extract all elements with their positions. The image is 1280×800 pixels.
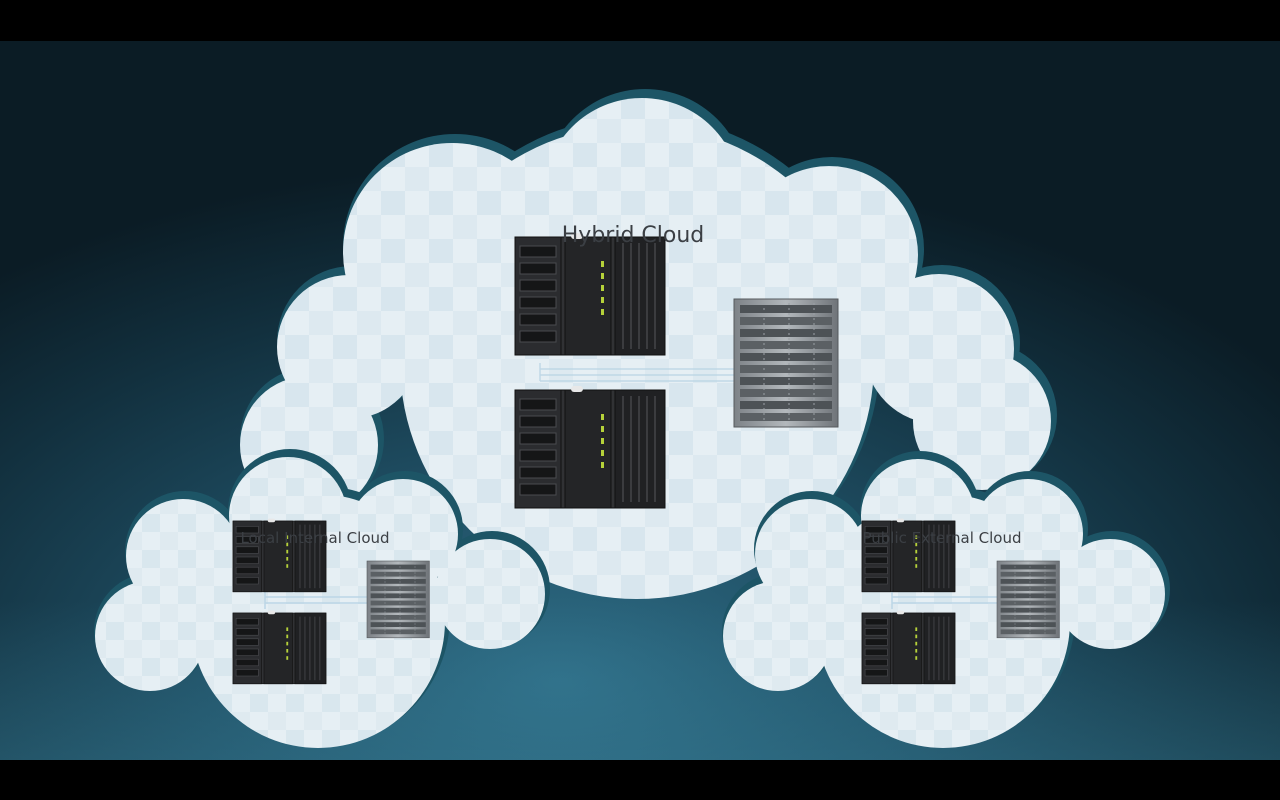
hybrid-cloud [240,89,1057,599]
local-server-rack-bottom [232,609,327,685]
local-link-lines [264,589,368,609]
diagram-canvas: Hybrid Cloud Local Internal Cloud Public… [0,41,1280,760]
hybrid-server-rack-bottom [514,385,666,509]
letterbox-bottom [0,760,1280,800]
cloud-diagram [94,89,1170,748]
public-link-lines [891,589,998,609]
public-cloud-label: Public External Cloud [862,529,1022,547]
hybrid-link-lines [539,363,736,382]
hybrid-server-rack-top [514,232,666,356]
hybrid-network-switch [733,298,839,428]
public-network-switch [996,560,1060,639]
letterbox-top [0,0,1280,41]
local-network-switch [366,560,430,639]
local-cloud-label: Local Internal Cloud [240,529,390,547]
hybrid-cloud-label: Hybrid Cloud [561,223,705,248]
public-server-rack-bottom [861,609,956,685]
